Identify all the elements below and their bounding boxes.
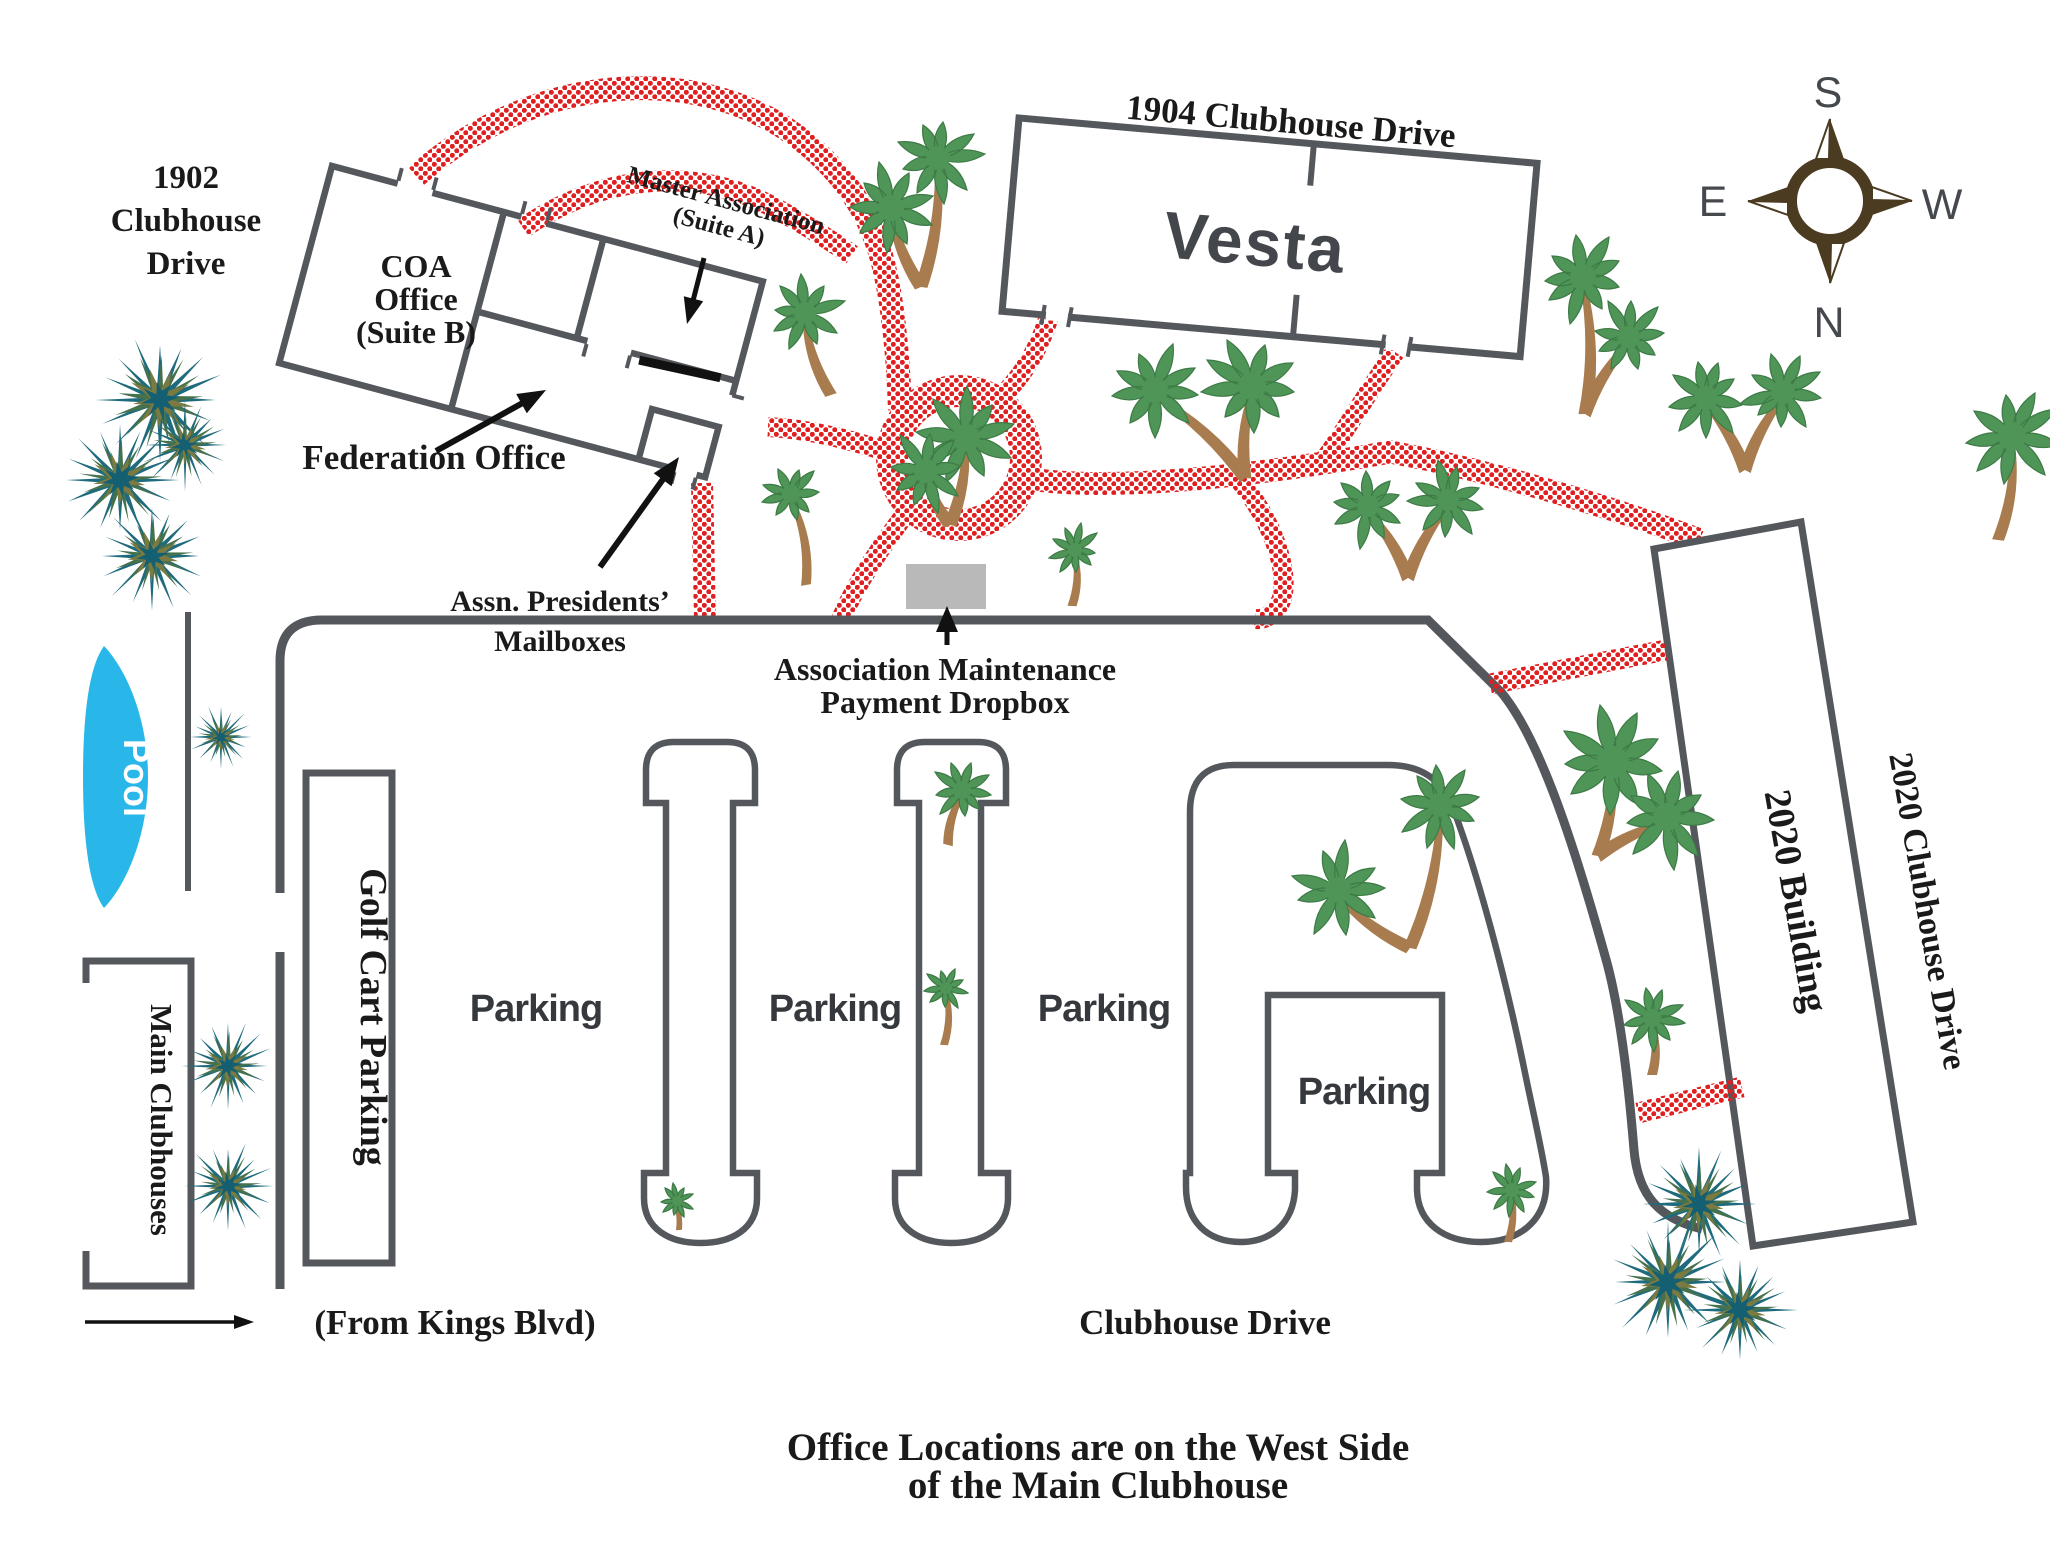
svg-text:Vesta: Vesta [1161, 197, 1349, 287]
svg-text:Clubhouse Drive: Clubhouse Drive [1079, 1303, 1331, 1342]
svg-text:Office Locations are on the We: Office Locations are on the West Side [787, 1426, 1410, 1469]
svg-text:Parking: Parking [769, 988, 901, 1030]
svg-text:(Suite B): (Suite B) [356, 314, 476, 350]
svg-text:Drive: Drive [147, 246, 226, 282]
svg-text:Parking: Parking [470, 988, 602, 1030]
svg-text:Association Maintenance: Association Maintenance [774, 651, 1116, 687]
svg-text:Main Clubhouses: Main Clubhouses [144, 1004, 179, 1236]
svg-text:E: E [1699, 178, 1728, 226]
svg-text:Office: Office [374, 281, 458, 317]
svg-text:Parking: Parking [1038, 988, 1170, 1030]
svg-text:N: N [1813, 299, 1844, 347]
svg-text:S: S [1814, 69, 1843, 117]
svg-text:Mailboxes: Mailboxes [494, 625, 626, 658]
svg-text:Payment Dropbox: Payment Dropbox [820, 684, 1069, 720]
svg-text:Parking: Parking [1298, 1071, 1430, 1113]
svg-text:Golf Cart Parking: Golf Cart Parking [352, 868, 394, 1166]
svg-text:Assn. Presidents’: Assn. Presidents’ [450, 585, 669, 618]
svg-text:(From Kings Blvd): (From Kings Blvd) [314, 1303, 595, 1342]
svg-text:Pool: Pool [116, 739, 157, 817]
svg-text:Clubhouse: Clubhouse [111, 203, 261, 239]
svg-text:Federation Office: Federation Office [302, 438, 565, 477]
svg-text:COA: COA [380, 248, 451, 284]
svg-text:W: W [1922, 181, 1963, 229]
svg-text:1902: 1902 [153, 160, 219, 196]
svg-text:of the Main Clubhouse: of the Main Clubhouse [908, 1464, 1288, 1507]
